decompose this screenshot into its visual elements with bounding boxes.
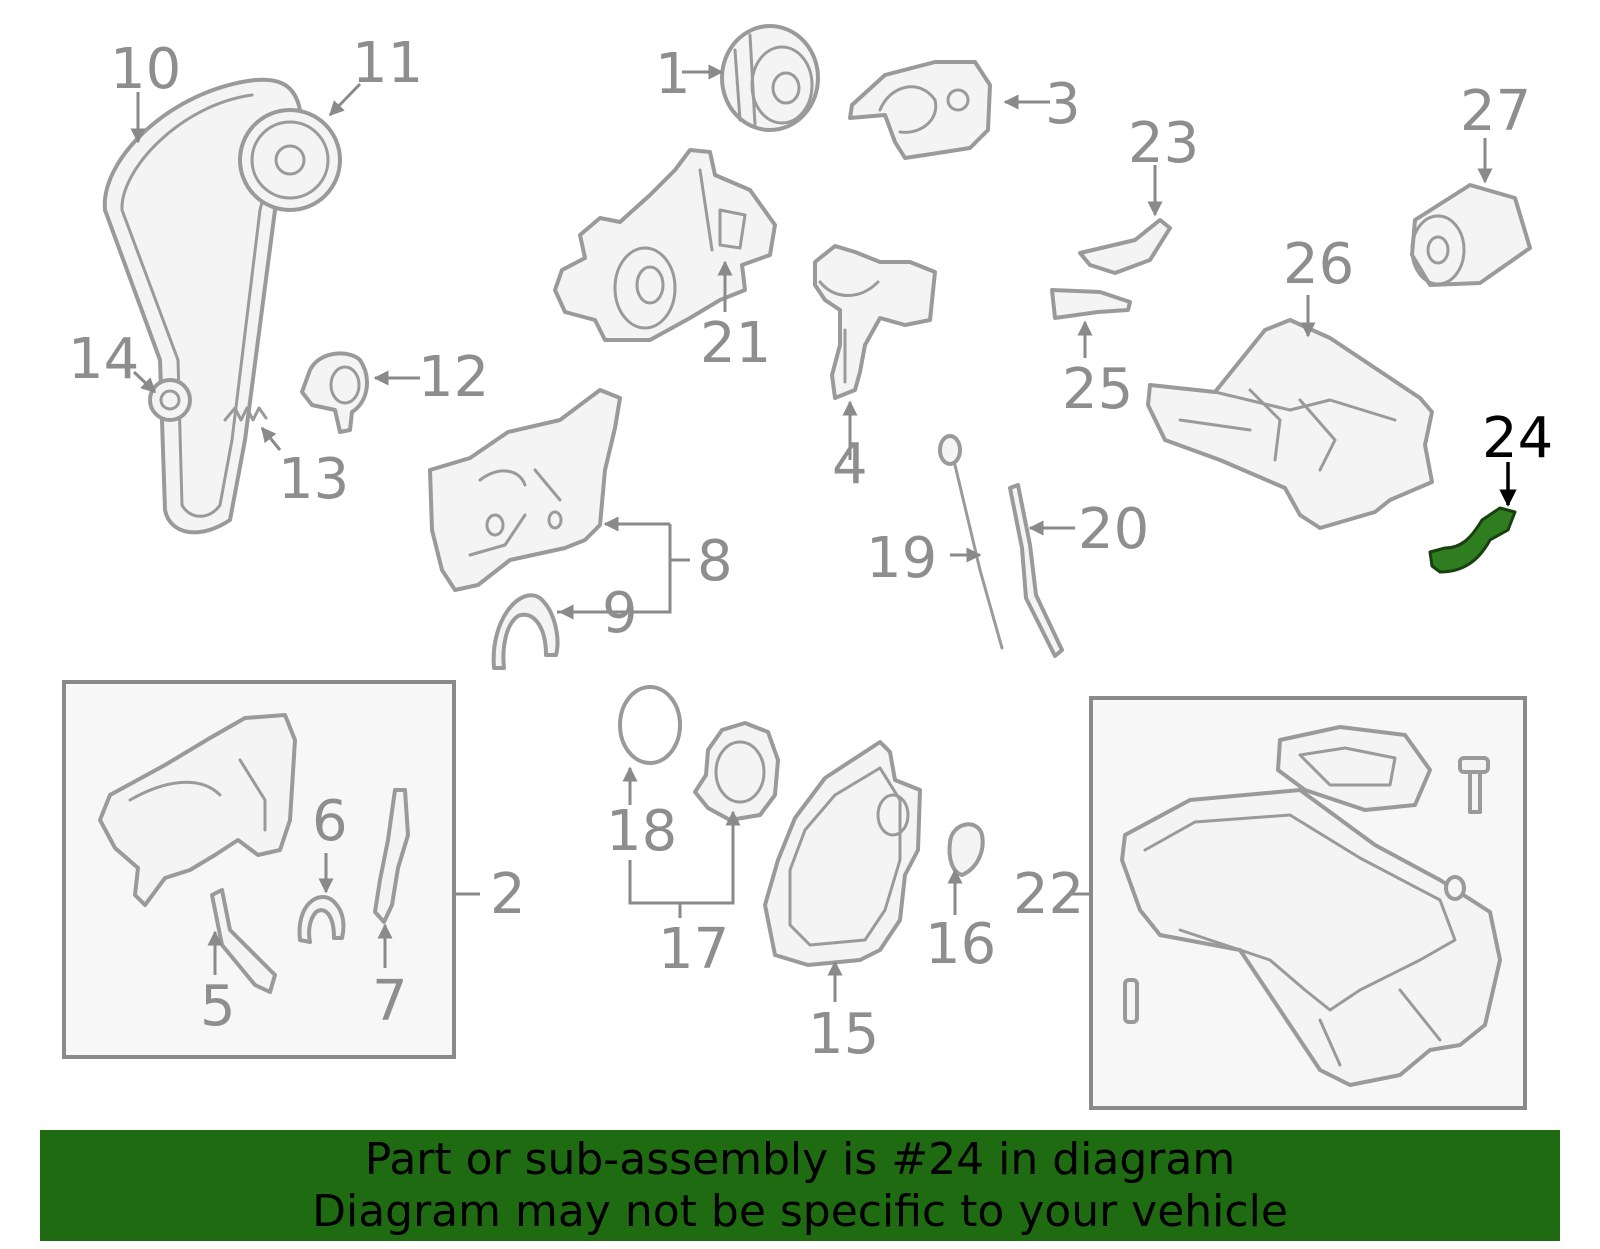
callout-18[interactable]: 18 <box>606 799 677 864</box>
banner-line-disclaimer: Diagram may not be specific to your vehi… <box>312 1186 1288 1237</box>
callout-15[interactable]: 15 <box>808 1002 879 1067</box>
callout-7[interactable]: 7 <box>372 969 408 1034</box>
notice-banner: Part or sub-assembly is #24 in diagram D… <box>40 1130 1560 1241</box>
group-box-2 <box>62 680 456 1059</box>
part-3-timing-cover[interactable] <box>848 60 992 160</box>
part-11-cam-pulley[interactable] <box>238 108 342 212</box>
part-20-dipstick-guide[interactable] <box>1008 483 1064 658</box>
callout-26[interactable]: 26 <box>1283 232 1354 297</box>
part-27-oil-filter[interactable] <box>1410 183 1532 287</box>
part-8-lower-timing-cover[interactable] <box>428 388 622 592</box>
callout-14[interactable]: 14 <box>68 327 139 392</box>
callout-8[interactable]: 8 <box>697 529 733 594</box>
part-14-idler-pulley[interactable] <box>148 378 192 422</box>
callout-13[interactable]: 13 <box>278 447 349 512</box>
callout-20[interactable]: 20 <box>1078 497 1149 562</box>
callout-12[interactable]: 12 <box>418 345 489 410</box>
callout-2[interactable]: 2 <box>490 862 526 927</box>
callout-25[interactable]: 25 <box>1062 357 1133 422</box>
part-18-o-ring[interactable] <box>618 685 682 765</box>
part-21-oil-pump[interactable] <box>553 148 777 342</box>
callout-27[interactable]: 27 <box>1460 79 1531 144</box>
part-22-oil-pan-assy[interactable] <box>1120 725 1502 1087</box>
callout-22[interactable]: 22 <box>1013 862 1084 927</box>
callout-17[interactable]: 17 <box>658 917 729 982</box>
part-2-timing-cover-assy[interactable] <box>98 713 297 907</box>
callout-labels: 1 2 3 4 5 6 7 8 9 10 11 12 13 14 15 16 1… <box>68 31 1553 1067</box>
part-1-crankshaft-pulley[interactable] <box>720 24 820 132</box>
part-26-oil-pan-upper[interactable] <box>1146 318 1434 530</box>
part-25-dipstick-tube[interactable] <box>1050 288 1132 320</box>
part-15-oil-pan-gasket[interactable] <box>763 740 922 967</box>
part-19-dipstick[interactable] <box>938 434 1004 650</box>
part-13-tensioner-spring[interactable] <box>223 406 268 422</box>
part-17-rear-seal-retainer[interactable] <box>693 721 780 822</box>
banner-line-part-number: Part or sub-assembly is #24 in diagram <box>364 1134 1236 1185</box>
callout-24-highlighted[interactable]: 24 <box>1482 406 1553 471</box>
callout-9[interactable]: 9 <box>602 581 638 646</box>
callout-1[interactable]: 1 <box>655 42 691 107</box>
part-5-gasket[interactable] <box>210 888 277 994</box>
part-6-gasket[interactable] <box>297 894 346 944</box>
part-9-gasket[interactable] <box>491 593 560 670</box>
callout-4[interactable]: 4 <box>832 432 868 497</box>
part-24-oil-strainer-highlighted[interactable] <box>1428 506 1517 574</box>
part-16-gasket[interactable] <box>947 822 985 877</box>
part-12-tensioner[interactable] <box>300 351 369 434</box>
callout-21[interactable]: 21 <box>700 311 771 376</box>
callout-23[interactable]: 23 <box>1128 111 1199 176</box>
callout-19[interactable]: 19 <box>866 526 937 591</box>
part-23-oil-seal[interactable] <box>1078 218 1172 275</box>
part-4-seal-retainer[interactable] <box>813 244 937 400</box>
callout-5[interactable]: 5 <box>200 974 236 1039</box>
callout-3[interactable]: 3 <box>1045 72 1081 137</box>
group-box-22 <box>1089 696 1527 1110</box>
callout-10[interactable]: 10 <box>110 37 181 102</box>
part-7-gasket[interactable] <box>373 788 410 924</box>
callout-11[interactable]: 11 <box>352 31 423 96</box>
leader-lines <box>130 64 1517 1002</box>
callout-16[interactable]: 16 <box>925 912 996 977</box>
callout-6[interactable]: 6 <box>312 789 348 854</box>
